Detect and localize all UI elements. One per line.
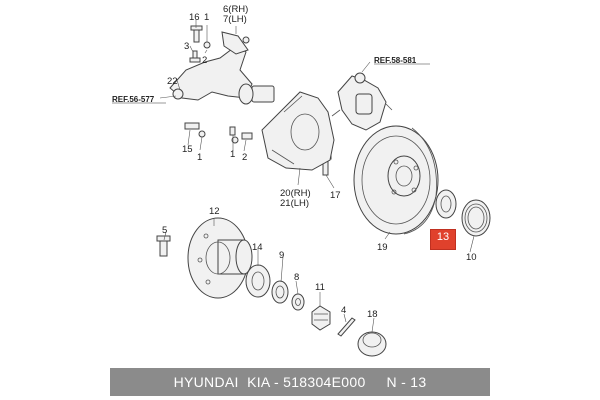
nut-part-11 bbox=[311, 305, 331, 331]
highlighted-part-box bbox=[430, 229, 456, 250]
seal-part-9 bbox=[271, 280, 289, 304]
highlighted-part-label: 13 bbox=[436, 231, 450, 243]
part-label-7lh: 7(LH) bbox=[223, 14, 247, 25]
bearing-part-10 bbox=[461, 199, 491, 237]
part-label-5: 5 bbox=[162, 225, 167, 236]
bearing-part-14 bbox=[245, 264, 271, 298]
cotter-pin-part-4 bbox=[337, 317, 356, 337]
dust-shield bbox=[261, 91, 335, 171]
part-label-14: 14 bbox=[252, 242, 263, 253]
oil-seal-part-13 bbox=[435, 189, 457, 219]
part-label-6rh: 6(RH) bbox=[223, 4, 248, 15]
part-info-footer: HYUNDAI KIA - 518304E000 N - 13 bbox=[110, 368, 490, 396]
part-label-18: 18 bbox=[367, 309, 378, 320]
part-label-1-mid: 1 bbox=[197, 152, 202, 163]
part-label-4: 4 bbox=[341, 305, 346, 316]
part-label-11: 11 bbox=[315, 282, 325, 293]
part-label-10: 10 bbox=[466, 252, 477, 263]
part-label-3: 3 bbox=[184, 41, 189, 52]
ref-label-58-581: REF.58-581 bbox=[374, 56, 417, 65]
part-label-8: 8 bbox=[294, 272, 299, 283]
part-label-22: 22 bbox=[167, 76, 178, 87]
ref-label-56-577: REF.56-577 bbox=[112, 95, 155, 104]
part-label-2-mid: 2 bbox=[242, 152, 247, 163]
part-label-9: 9 bbox=[279, 250, 284, 261]
hub-cap-part-18 bbox=[357, 331, 387, 357]
part-label-1-top: 1 bbox=[204, 12, 209, 23]
part-label-20rh: 20(RH) bbox=[280, 188, 311, 199]
steering-knuckle bbox=[169, 31, 275, 105]
part-label-1-right: 1 bbox=[230, 149, 235, 160]
washer-part-8 bbox=[291, 293, 305, 311]
leader-lines bbox=[159, 20, 475, 333]
footer-text: HYUNDAI KIA - 518304E000 N - 13 bbox=[173, 374, 427, 390]
part-label-12: 12 bbox=[209, 206, 220, 217]
part-label-17: 17 bbox=[330, 190, 341, 201]
part-label-21lh: 21(LH) bbox=[280, 198, 309, 209]
part-label-19: 19 bbox=[377, 242, 388, 253]
part-label-15: 15 bbox=[182, 144, 193, 155]
brake-disc bbox=[353, 125, 439, 235]
part-label-16: 16 bbox=[189, 12, 200, 23]
wheel-hub bbox=[156, 217, 253, 299]
brake-caliper bbox=[331, 72, 393, 131]
part-label-2-top: 2 bbox=[202, 55, 207, 66]
